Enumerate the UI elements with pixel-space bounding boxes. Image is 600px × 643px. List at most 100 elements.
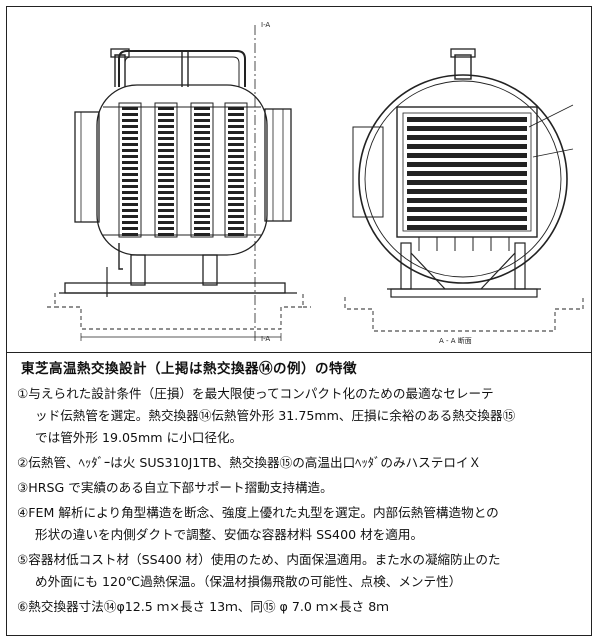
note-line: ッド伝熱管を選定。熱交換器⑭伝熱管外形 31.75mm、圧損に余裕のある熱交換器… [35, 408, 516, 423]
note-item: ③HRSG で実績のある自立下部サポート摺動支持構造。 [17, 477, 583, 499]
tube-row [122, 137, 138, 140]
tube-row [158, 233, 174, 236]
tube-bundle [190, 102, 214, 238]
tube-row [194, 161, 210, 164]
tube-row [228, 137, 244, 140]
tube-row [158, 143, 174, 146]
tube-bundle [224, 102, 248, 238]
tube-row [228, 131, 244, 134]
tube-row [122, 173, 138, 176]
tube-row [407, 135, 527, 140]
tube-row [228, 227, 244, 230]
tube-row [194, 233, 210, 236]
section-view [352, 48, 574, 298]
foundation-outline [47, 293, 311, 330]
tube-row [122, 179, 138, 182]
tube-row [122, 167, 138, 170]
tube-row [194, 149, 210, 152]
tube-row [194, 185, 210, 188]
tube-bundle [118, 102, 142, 238]
inner-duct [396, 106, 538, 238]
tube-row [407, 162, 527, 167]
tube-row [228, 233, 244, 236]
tube-row [158, 227, 174, 230]
tube-row [158, 221, 174, 224]
tube-row [407, 144, 527, 149]
heat-exchanger-drawing: I-A I-A A - A 断面 [47, 21, 584, 345]
tube-row [158, 191, 174, 194]
tube-row [158, 131, 174, 134]
section-foundation [344, 297, 584, 332]
tube-row [158, 179, 174, 182]
tube-row [194, 143, 210, 146]
tube-row [158, 185, 174, 188]
tube-row [122, 221, 138, 224]
tube-row [158, 215, 174, 218]
tube-row [228, 161, 244, 164]
note-item: ②伝熱管、ﾍｯﾀﾞｰは火 SUS310J1TB、熱交換器⑮の高温出口ﾍｯﾀﾞのみ… [17, 452, 583, 474]
tube-row [407, 117, 527, 122]
tube-row [194, 173, 210, 176]
tube-row [228, 221, 244, 224]
tube-row [158, 119, 174, 122]
tube-row [228, 179, 244, 182]
note-line: ⑥熱交換器寸法⑭φ12.5 ｍ×長さ 13ｍ、同⑮ φ 7.0 ｍ×長さ 8ｍ [17, 599, 389, 614]
tube-row [122, 191, 138, 194]
note-line: ④FEM 解析により角型構造を断念、強度上優れた丸型を選定。内部伝熱管構造物との [17, 505, 499, 520]
tube-row [228, 215, 244, 218]
tube-row [158, 125, 174, 128]
tube-row [158, 113, 174, 116]
tube-row [122, 215, 138, 218]
tube-row [158, 107, 174, 110]
tube-row [407, 180, 527, 185]
tube-row [122, 143, 138, 146]
notes-section: 東芝高温熱交換設計（上掲は熱交換器⑭の例）の特徴 ①与えられた設計条件（圧損）を… [17, 357, 583, 621]
tube-row [194, 209, 210, 212]
tube-row [194, 107, 210, 110]
tube-row [228, 119, 244, 122]
tube-row [122, 203, 138, 206]
tube-row [158, 155, 174, 158]
tube-row [228, 185, 244, 188]
tube-row [194, 137, 210, 140]
tube-row [407, 216, 527, 221]
note-line: 形状の違いを内側ダクトで調整、安価な容器材料 SS400 材を適用。 [35, 527, 424, 542]
tube-row [194, 221, 210, 224]
tube-row [228, 191, 244, 194]
tube-row [228, 143, 244, 146]
tube-row [228, 167, 244, 170]
tube-row [158, 203, 174, 206]
tube-row [194, 197, 210, 200]
tube-row [122, 113, 138, 116]
tube-row [228, 113, 244, 116]
tube-row [228, 173, 244, 176]
note-line: ②伝熱管、ﾍｯﾀﾞｰは火 SUS310J1TB、熱交換器⑮の高温出口ﾍｯﾀﾞのみ… [17, 455, 482, 470]
section-mark-top: I-A [261, 21, 270, 29]
tube-row [407, 189, 527, 194]
tube-row [407, 207, 527, 212]
tube-row [122, 155, 138, 158]
figure-frame: I-A I-A A - A 断面 東芝高温熱交換設計（上掲は熱交換器⑭の例）の特… [6, 6, 592, 636]
tube-row [228, 125, 244, 128]
tube-row [158, 137, 174, 140]
tube-row [194, 179, 210, 182]
side-supports [59, 254, 297, 297]
tube-row [122, 161, 138, 164]
tube-row [122, 131, 138, 134]
note-line: ③HRSG で実績のある自立下部サポート摺動支持構造。 [17, 480, 333, 495]
inlet-duct [74, 111, 100, 223]
note-line: ①与えられた設計条件（圧損）を最大限使ってコンパクト化のための最適なセレーテ [17, 386, 494, 401]
tube-row [194, 119, 210, 122]
outlet-duct [264, 108, 292, 222]
tube-row [158, 197, 174, 200]
tube-row [122, 197, 138, 200]
tube-row [194, 191, 210, 194]
tube-row [194, 131, 210, 134]
tube-row [122, 209, 138, 212]
tube-row [158, 149, 174, 152]
section-mark-bottom: I-A [261, 335, 270, 343]
note-line: め外面にも 120℃過熱保温。（保温材損傷飛散の可能性、点検、メンテ性） [35, 574, 462, 589]
note-line: では管外形 19.05mm に小口径化。 [35, 430, 243, 445]
section-view-caption: A - A 断面 [439, 336, 472, 345]
tube-row [194, 215, 210, 218]
